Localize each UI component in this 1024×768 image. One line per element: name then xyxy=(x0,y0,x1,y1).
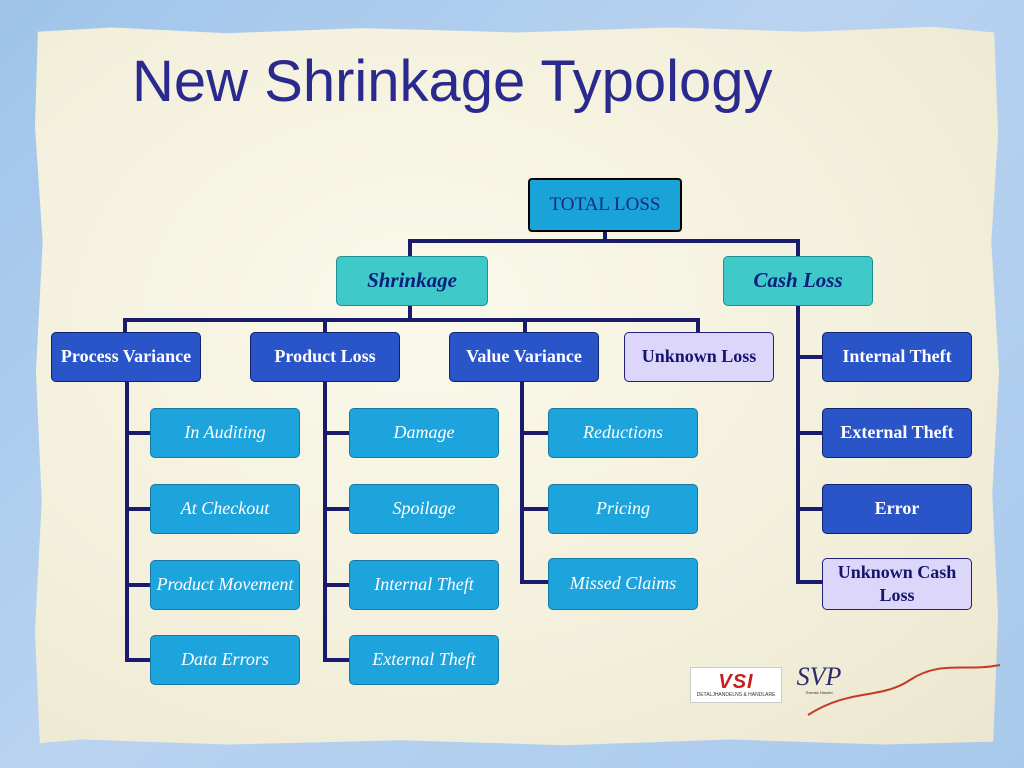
cash-internal-theft-box: Internal Theft xyxy=(822,332,972,382)
unknown-cash-loss-label: Unknown Cash Loss xyxy=(837,561,957,605)
spoilage-box: Spoilage xyxy=(349,484,499,534)
vsi-logo-caption: DETALJHANDELNS & HANDLARE xyxy=(696,692,776,698)
pricing-label: Pricing xyxy=(596,498,650,519)
vsi-logo-mark: VSI xyxy=(718,671,754,693)
process-variance-label: Process Variance xyxy=(60,346,192,367)
product-movement-label: Product Movement xyxy=(156,574,294,595)
value-variance-box: Value Variance xyxy=(449,332,599,382)
data-errors-label: Data Errors xyxy=(181,649,269,670)
damage-label: Damage xyxy=(393,422,455,443)
unknown-loss-label: Unknown Loss xyxy=(641,346,757,367)
pricing-box: Pricing xyxy=(548,484,698,534)
svp-logo: SVP Svensk Handel xyxy=(792,664,846,704)
cash-error-box: Error xyxy=(822,484,972,534)
process-variance-box: Process Variance xyxy=(51,332,201,382)
value-variance-label: Value Variance xyxy=(466,346,582,367)
shrinkage-label: Shrinkage xyxy=(367,268,457,293)
shrinkage-box: Shrinkage xyxy=(336,256,488,306)
product-internal-theft-box: Internal Theft xyxy=(349,560,499,610)
product-external-theft-box: External Theft xyxy=(349,635,499,685)
cash-error-label: Error xyxy=(874,498,920,519)
product-internal-theft-label: Internal Theft xyxy=(374,574,474,595)
at-checkout-box: At Checkout xyxy=(150,484,300,534)
missed-claims-label: Missed Claims xyxy=(569,573,677,594)
reductions-box: Reductions xyxy=(548,408,698,458)
total-loss-box: TOTAL LOSS xyxy=(528,178,682,232)
product-loss-box: Product Loss xyxy=(250,332,400,382)
cash-external-theft-box: External Theft xyxy=(822,408,972,458)
product-external-theft-label: External Theft xyxy=(372,649,476,670)
in-auditing-box: In Auditing xyxy=(150,408,300,458)
unknown-cash-loss-box: Unknown Cash Loss xyxy=(822,558,972,610)
in-auditing-label: In Auditing xyxy=(184,422,266,443)
total-loss-label: TOTAL LOSS xyxy=(549,193,661,215)
missed-claims-box: Missed Claims xyxy=(548,558,698,610)
vsi-logo: VSI DETALJHANDELNS & HANDLARE xyxy=(690,667,782,703)
unknown-loss-box: Unknown Loss xyxy=(624,332,774,382)
reductions-label: Reductions xyxy=(583,422,663,443)
cash-loss-box: Cash Loss xyxy=(723,256,873,306)
product-loss-label: Product Loss xyxy=(274,346,376,367)
svp-logo-mark: SVP xyxy=(796,662,842,691)
cash-loss-label: Cash Loss xyxy=(753,268,843,293)
spoilage-label: Spoilage xyxy=(392,498,456,519)
cash-external-theft-label: External Theft xyxy=(840,422,954,443)
paper-background xyxy=(34,26,1000,746)
at-checkout-label: At Checkout xyxy=(180,498,270,519)
svp-logo-caption: Svensk Handel xyxy=(805,690,833,695)
slide-title: New Shrinkage Typology xyxy=(132,49,773,114)
data-errors-box: Data Errors xyxy=(150,635,300,685)
cash-internal-theft-label: Internal Theft xyxy=(842,346,952,367)
damage-box: Damage xyxy=(349,408,499,458)
product-movement-box: Product Movement xyxy=(150,560,300,610)
